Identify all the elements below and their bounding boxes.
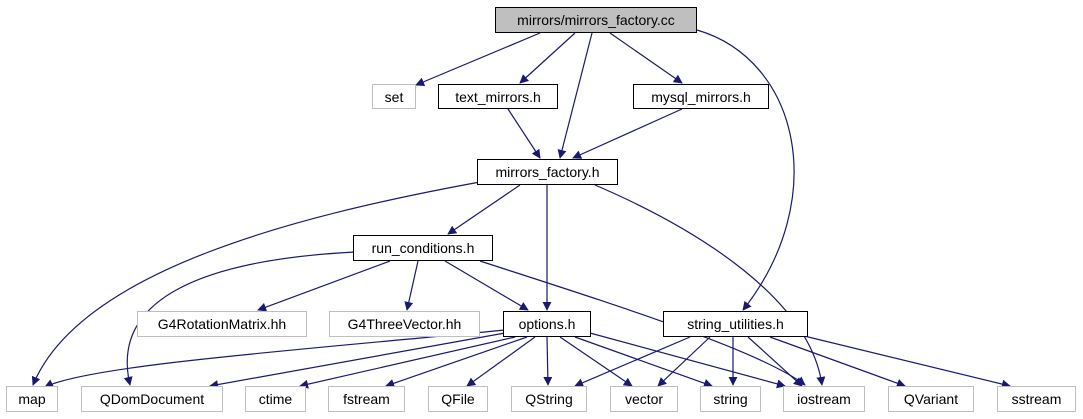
edge-mfh-map — [31, 181, 481, 386]
node-string-utilities-h[interactable]: string_utilities.h — [663, 311, 808, 337]
edge-text-mfh — [507, 108, 541, 159]
edge-opt-vector — [559, 336, 633, 387]
edge-opt-fstream — [385, 336, 528, 388]
edge-opt-qdom — [209, 332, 506, 389]
edge-su-vector — [657, 336, 711, 387]
edge-su-qvariant — [769, 336, 906, 388]
edge-cc-mysql — [609, 32, 683, 84]
edge-opt-string — [574, 336, 713, 388]
edge-run-g4three — [404, 260, 419, 311]
node-run-conditions-h[interactable]: run_conditions.h — [353, 235, 493, 261]
node-ctime[interactable]: ctime — [245, 386, 306, 412]
edge-mfh-run — [447, 184, 521, 235]
edge-opt-map — [44, 329, 506, 388]
edge-opt-iostream — [589, 332, 786, 389]
node-qdomdocument[interactable]: QDomDocument — [81, 386, 223, 412]
node-qvariant[interactable]: QVariant — [888, 386, 974, 412]
edge-run-qdom — [123, 251, 356, 386]
node-g4threevector-hh[interactable]: G4ThreeVector.hh — [329, 311, 480, 337]
node-fstream[interactable]: fstream — [328, 386, 405, 412]
edge-mfh-iostream — [594, 184, 826, 386]
node-options-h[interactable]: options.h — [503, 311, 591, 337]
edge-mysql-mfh — [572, 108, 683, 159]
node-vector[interactable]: vector — [610, 386, 678, 412]
edge-cc-set — [415, 32, 541, 87]
node-map[interactable]: map — [6, 386, 58, 412]
edge-su-sstream — [799, 334, 1011, 389]
node-iostream[interactable]: iostream — [783, 386, 865, 412]
node-text-mirrors-h[interactable]: text_mirrors.h — [438, 84, 558, 109]
node-mirrors-factory-cc[interactable]: mirrors/mirrors_factory.cc — [495, 7, 697, 33]
node-qfile[interactable]: QFile — [428, 386, 488, 412]
edge-opt-qfile — [466, 336, 536, 387]
edge-su-qstring — [574, 336, 691, 387]
node-set[interactable]: set — [372, 84, 416, 109]
edge-su-iostream — [747, 336, 803, 387]
edge-opt-qstring — [543, 336, 553, 386]
node-mirrors-factory-h[interactable]: mirrors_factory.h — [477, 159, 618, 185]
edge-cc-su — [696, 29, 795, 311]
edge-cc-mfh — [557, 32, 593, 159]
node-qstring[interactable]: QString — [511, 386, 587, 412]
node-sstream[interactable]: sstream — [997, 386, 1076, 412]
node-g4rotationmatrix-hh[interactable]: G4RotationMatrix.hh — [137, 311, 307, 337]
edge-cc-text — [519, 32, 576, 84]
edge-run-opt — [444, 260, 529, 311]
node-string[interactable]: string — [700, 386, 761, 412]
edge-run-g4rot — [257, 260, 391, 312]
edge-opt-ctime — [299, 336, 516, 389]
node-mysql-mirrors-h[interactable]: mysql_mirrors.h — [633, 84, 769, 109]
